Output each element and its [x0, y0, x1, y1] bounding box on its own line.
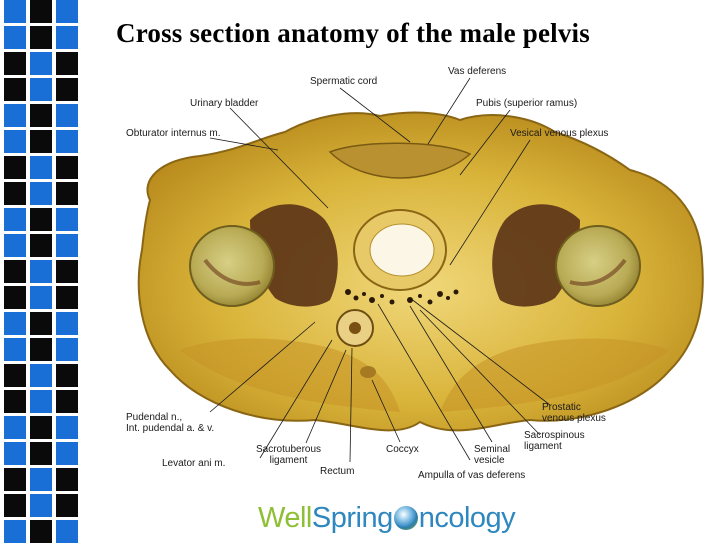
strip-cell: [4, 338, 26, 361]
strip-cell: [56, 26, 78, 49]
wellspring-oncology-logo: WellSpring ncology: [258, 500, 516, 536]
label-coccyx: Coccyx: [386, 444, 419, 455]
strip-cell: [4, 260, 26, 283]
label-sacrospinous-ligament: Sacrospinous ligament: [524, 430, 585, 452]
label-prostatic-venous-plexus: Prostatic venous plexus: [542, 402, 606, 424]
strip-cell: [56, 182, 78, 205]
strip-cell: [56, 78, 78, 101]
pubic-symphysis: [328, 142, 472, 179]
strip-cell: [4, 286, 26, 309]
label-vesical-venous-plexus: Vesical venous plexus: [510, 128, 609, 139]
label-sacrotuberous-ligament: Sacrotuberous ligament: [256, 444, 322, 466]
label-levator-ani: Levator ani m.: [162, 458, 226, 469]
strip-cell: [56, 520, 78, 543]
coccyx: [360, 366, 376, 378]
strip-cell: [56, 338, 78, 361]
strip-cell: [4, 156, 26, 179]
logo-word-ncology: ncology: [418, 502, 516, 534]
label-urinary-bladder: Urinary bladder: [190, 98, 259, 109]
logo-word-well: Well: [258, 502, 312, 534]
slide-title: Cross section anatomy of the male pelvis: [116, 18, 590, 48]
pelvis-illustration: [137, 77, 704, 463]
strip-cell: [4, 234, 26, 257]
strip-cell: [4, 182, 26, 205]
strip-cell: [30, 182, 52, 205]
strip-cell: [56, 390, 78, 413]
femoral-head-left: [189, 225, 275, 307]
strip-cell: [4, 130, 26, 153]
strip-cell: [30, 78, 52, 101]
strip-cell: [30, 468, 52, 491]
strip-cell: [30, 494, 52, 517]
strip-cell: [56, 364, 78, 387]
strip-cell: [30, 260, 52, 283]
strip-cell: [4, 494, 26, 517]
label-pudendal: Pudendal n., Int. pudendal a. & v.: [126, 412, 215, 434]
strip-cell: [30, 130, 52, 153]
globe-icon: [393, 506, 418, 530]
label-rectum: Rectum: [320, 466, 355, 477]
label-ampulla: Ampulla of vas deferens: [418, 470, 526, 481]
strip-cell: [56, 260, 78, 283]
strip-cell: [30, 416, 52, 439]
gluteal-muscles: [180, 338, 400, 412]
strip-cell: [56, 156, 78, 179]
strip-cell: [4, 52, 26, 75]
label-obturator-internus: Obturator internus m.: [126, 128, 221, 139]
decorative-side-strip: [0, 0, 86, 546]
strip-cell: [56, 312, 78, 335]
strip-cell: [4, 442, 26, 465]
strip-cell: [56, 130, 78, 153]
strip-cell: [56, 0, 78, 23]
strip-cell: [30, 286, 52, 309]
strip-cell: [30, 442, 52, 465]
strip-cell: [30, 390, 52, 413]
leader-lines: [209, 77, 551, 463]
strip-cell: [30, 208, 52, 231]
strip-cell: [56, 208, 78, 231]
femoral-head-right: [555, 225, 641, 307]
strip-cell: [30, 0, 52, 23]
strip-cell: [30, 26, 52, 49]
strip-cell: [56, 468, 78, 491]
strip-cell: [4, 520, 26, 543]
strip-cell: [30, 234, 52, 257]
strip-cell: [4, 0, 26, 23]
strip-cell: [56, 234, 78, 257]
strip-cell: [4, 364, 26, 387]
strip-cell: [30, 338, 52, 361]
strip-cell: [4, 468, 26, 491]
strip-cell: [4, 312, 26, 335]
strip-cell: [30, 364, 52, 387]
strip-cell: [30, 312, 52, 335]
logo-word-spring: Spring: [311, 502, 393, 534]
strip-cell: [56, 104, 78, 127]
strip-cell: [56, 52, 78, 75]
strip-cell: [4, 208, 26, 231]
strip-cell: [56, 442, 78, 465]
strip-cell: [30, 104, 52, 127]
strip-cell: [4, 26, 26, 49]
strip-cell: [4, 104, 26, 127]
strip-cell: [56, 416, 78, 439]
strip-cell: [4, 390, 26, 413]
label-spermatic-cord: Spermatic cord: [310, 76, 378, 87]
label-seminal-vesicle: Seminal vesicle: [474, 444, 511, 466]
label-pubis: Pubis (superior ramus): [476, 98, 578, 109]
strip-cell: [56, 494, 78, 517]
strip-cell: [30, 156, 52, 179]
venous-plexus: [345, 289, 459, 305]
strip-cell: [4, 78, 26, 101]
strip-cell: [30, 52, 52, 75]
pelvis-cross-section-figure: Spermatic cord Vas deferens Urinary blad…: [110, 60, 722, 484]
strip-cell: [4, 416, 26, 439]
strip-cell: [56, 286, 78, 309]
strip-cell: [30, 520, 52, 543]
label-vas-deferens: Vas deferens: [448, 66, 507, 77]
